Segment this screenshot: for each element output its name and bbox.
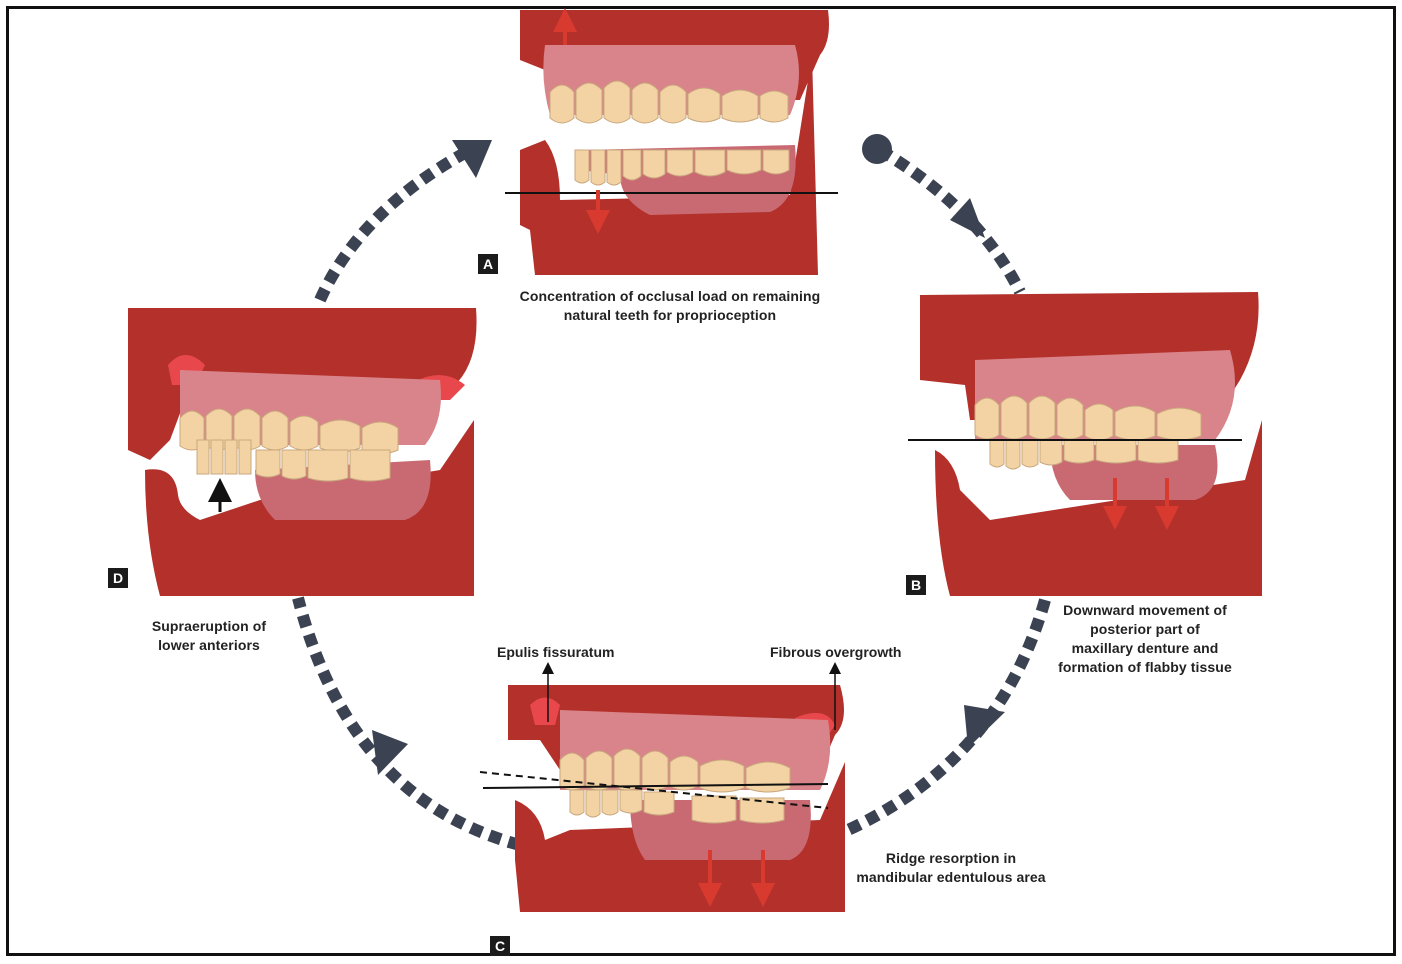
panel-a-illustration bbox=[505, 10, 838, 275]
cycle-arrowhead-bottom-left bbox=[372, 730, 408, 775]
panel-b-marker: B bbox=[906, 575, 926, 595]
panel-b-caption-line: maxillary denture and bbox=[1035, 639, 1255, 658]
panel-b-caption: Downward movement of posterior part of m… bbox=[1035, 601, 1255, 677]
panel-c-caption: Ridge resorption in mandibular edentulou… bbox=[840, 849, 1062, 887]
fibrous-overgrowth-label: Fibrous overgrowth bbox=[770, 644, 901, 660]
epulis-fissuratum-label: Epulis fissuratum bbox=[497, 644, 614, 660]
panel-d-caption-line: Supraeruption of bbox=[130, 617, 288, 636]
panel-c-marker: C bbox=[490, 936, 510, 956]
cycle-start-dot bbox=[862, 134, 892, 164]
panel-a-marker: A bbox=[478, 254, 498, 274]
panel-d-caption-line: lower anteriors bbox=[130, 636, 288, 655]
cycle-arrowhead-bottom-right bbox=[964, 705, 1005, 748]
cycle-arrowhead-top-right bbox=[950, 198, 985, 238]
panel-b-illustration bbox=[908, 292, 1262, 596]
panel-c-flabby-left bbox=[530, 698, 560, 726]
panel-d-illustration bbox=[128, 308, 477, 596]
panel-c-caption-line: Ridge resorption in bbox=[840, 849, 1062, 868]
cycle-arc-c-to-d bbox=[298, 598, 520, 845]
panel-a-caption-line: Concentration of occlusal load on remain… bbox=[470, 287, 870, 306]
panel-b-caption-line: Downward movement of bbox=[1035, 601, 1255, 620]
panel-a-caption: Concentration of occlusal load on remain… bbox=[470, 287, 870, 325]
cycle-arc-a-to-b bbox=[880, 150, 1020, 292]
panel-c-caption-line: mandibular edentulous area bbox=[840, 868, 1062, 887]
cycle-arc-d-to-a bbox=[320, 150, 470, 300]
panel-b-caption-line: formation of flabby tissue bbox=[1035, 658, 1255, 677]
panel-d-marker: D bbox=[108, 568, 128, 588]
panel-c-illustration bbox=[480, 668, 845, 912]
panel-a-caption-line: natural teeth for proprioception bbox=[470, 306, 870, 325]
cycle-arc-b-to-c bbox=[848, 600, 1045, 830]
panel-d-caption: Supraeruption of lower anteriors bbox=[130, 617, 288, 655]
panel-b-caption-line: posterior part of bbox=[1035, 620, 1255, 639]
